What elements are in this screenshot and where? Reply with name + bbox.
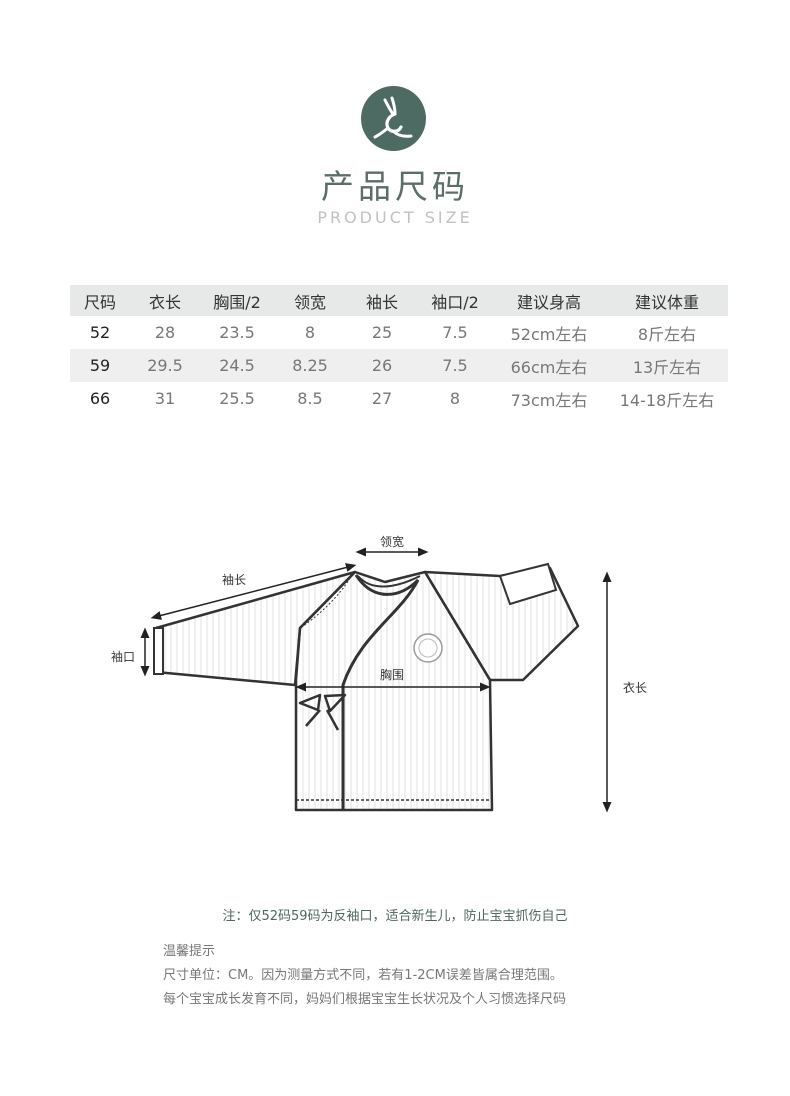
garment-diagram: 领宽 袖长 袖口 胸围 衣长: [111, 534, 647, 813]
tips-heading: 温馨提示: [163, 944, 216, 959]
column-header: 袖口/2: [418, 285, 492, 316]
cuff-label: 袖口: [111, 649, 135, 664]
table-cell: 59: [70, 349, 130, 382]
size-table: 尺码 衣长 胸围/2 领宽 袖长 袖口/2 建议身高 建议体重 52 28 23…: [70, 285, 728, 415]
table-cell: 25: [371, 323, 393, 342]
tips-line: 每个宝宝成长发育不同，妈妈们根据宝宝生长状况及个人习惯选择尺码: [163, 992, 567, 1007]
table-cell: 8斤左右: [637, 324, 697, 344]
column-header: 袖长: [346, 285, 418, 316]
table-cell: 13斤左右: [606, 349, 728, 382]
measurement-arrows: [140, 547, 612, 813]
table-cell: 66: [89, 389, 111, 408]
table-header-row: 尺码 衣长 胸围/2 领宽 袖长 袖口/2 建议身高 建议体重: [70, 285, 728, 316]
table-cell: 7.5: [418, 349, 492, 382]
table-cell: 27: [371, 389, 393, 408]
tips-line: 尺寸单位：CM。因为测量方式不同，若有1-2CM误差皆属合理范围。: [163, 968, 563, 983]
table-cell: 8: [304, 323, 316, 342]
column-header: 领宽: [274, 285, 346, 316]
table-cell: 66cm左右: [492, 349, 606, 382]
table-cell: 73cm左右: [510, 390, 588, 410]
table-cell: 14-18斤左右: [619, 390, 715, 410]
table-cell: 26: [346, 349, 418, 382]
brand-logo: [361, 86, 426, 151]
chest-label: 胸围: [380, 667, 404, 682]
page-subtitle: PRODUCT SIZE: [317, 208, 473, 227]
table-cell: 31: [154, 389, 176, 408]
table-cell: 52: [89, 323, 111, 342]
column-header: 建议身高: [492, 285, 606, 316]
table-cell: 29.5: [130, 349, 200, 382]
table-row: 59 29.5 24.5 8.25 26 7.5 66cm左右 13斤左右: [70, 349, 728, 382]
column-header: 建议体重: [606, 285, 728, 316]
column-header: 衣长: [130, 285, 200, 316]
collar-width-label: 领宽: [380, 534, 404, 549]
column-header: 胸围/2: [200, 285, 274, 316]
table-cell: 52cm左右: [510, 324, 588, 344]
garment-length-label: 衣长: [623, 680, 647, 695]
table-row: 66 31 25.5 8.5 27 8 73cm左右 14-18斤左右: [70, 382, 728, 415]
table-row: 52 28 23.5 8 25 7.5 52cm左右 8斤左右: [70, 316, 728, 349]
tips-block: 温馨提示 尺寸单位：CM。因为测量方式不同，若有1-2CM误差皆属合理范围。 每…: [163, 940, 566, 1012]
page-title: 产品尺码: [321, 167, 469, 206]
table-cell: 7.5: [442, 323, 468, 342]
table-cell: 28: [154, 323, 176, 342]
table-cell: 25.5: [219, 389, 255, 408]
table-cell: 24.5: [200, 349, 274, 382]
table-cell: 8.5: [297, 389, 323, 408]
table-cell: 23.5: [219, 323, 255, 342]
sleeve-length-label: 袖长: [222, 572, 246, 587]
rabbit-icon: [373, 96, 413, 139]
column-header: 尺码: [70, 285, 130, 316]
table-cell: 8: [449, 389, 461, 408]
table-cell: 8.25: [274, 349, 346, 382]
size-note: 注：仅52码59码为反袖口，适合新生儿，防止宝宝抓伤自己: [222, 909, 568, 924]
